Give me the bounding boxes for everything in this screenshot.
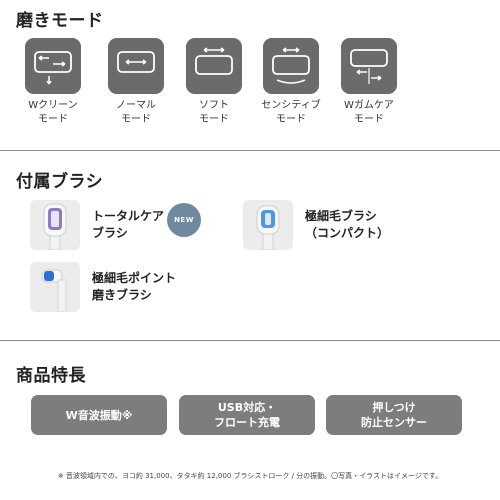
mode-label: ノーマル モード xyxy=(116,100,156,125)
new-badge: NEW xyxy=(167,203,201,237)
brush-head-icon xyxy=(30,200,80,250)
modes-section-title: 磨きモード xyxy=(16,11,104,31)
modes-row: Wクリーン モード ノーマル モード ソフト モード センシティブ モード xyxy=(0,38,500,130)
gumcare-mode-icon xyxy=(341,38,397,94)
brush-label: 極細毛ポイント 磨きブラシ xyxy=(92,271,177,302)
mode-label: センシティブ モード xyxy=(261,100,321,125)
brush-point: 極細毛ポイント 磨きブラシ xyxy=(30,262,176,312)
sensitive-mode-icon xyxy=(263,38,319,94)
footnote: ※ 音波領域内での、ヨコ約 31,000、タタキ約 12,000 ブラシストロー… xyxy=(57,472,443,480)
feature-sonic-vibration: W音波振動※ xyxy=(31,395,167,435)
mode-label: ソフト モード xyxy=(199,100,229,125)
section-divider xyxy=(0,150,500,151)
feature-usb-charging: USB対応・ フロート充電 xyxy=(179,395,315,435)
brush-label: 極細毛ブラシ （コンパクト） xyxy=(305,209,390,240)
mode-label: Wクリーン モード xyxy=(28,100,78,125)
mode-w-clean: Wクリーン モード xyxy=(21,38,85,127)
brush-compact: 極細毛ブラシ （コンパクト） xyxy=(243,200,389,250)
mode-sensitive: センシティブ モード xyxy=(259,38,323,127)
feature-pressure-sensor: 押しつけ 防止センサー xyxy=(326,395,462,435)
brush-head-icon xyxy=(243,200,293,250)
mode-soft: ソフト モード xyxy=(182,38,246,127)
clean-mode-icon xyxy=(25,38,81,94)
brushes-section-title: 付属ブラシ xyxy=(16,172,104,192)
normal-mode-icon xyxy=(108,38,164,94)
brush-head-icon xyxy=(30,262,80,312)
section-divider xyxy=(0,340,500,341)
features-section-title: 商品特長 xyxy=(16,366,86,386)
brush-label: トータルケア ブラシ xyxy=(92,209,165,240)
mode-w-gumcare: Wガムケア モード xyxy=(337,38,401,127)
mode-label: Wガムケア モード xyxy=(344,100,394,125)
brush-total-care: トータルケア ブラシ xyxy=(30,200,164,250)
mode-normal: ノーマル モード xyxy=(104,38,168,127)
soft-mode-icon xyxy=(186,38,242,94)
